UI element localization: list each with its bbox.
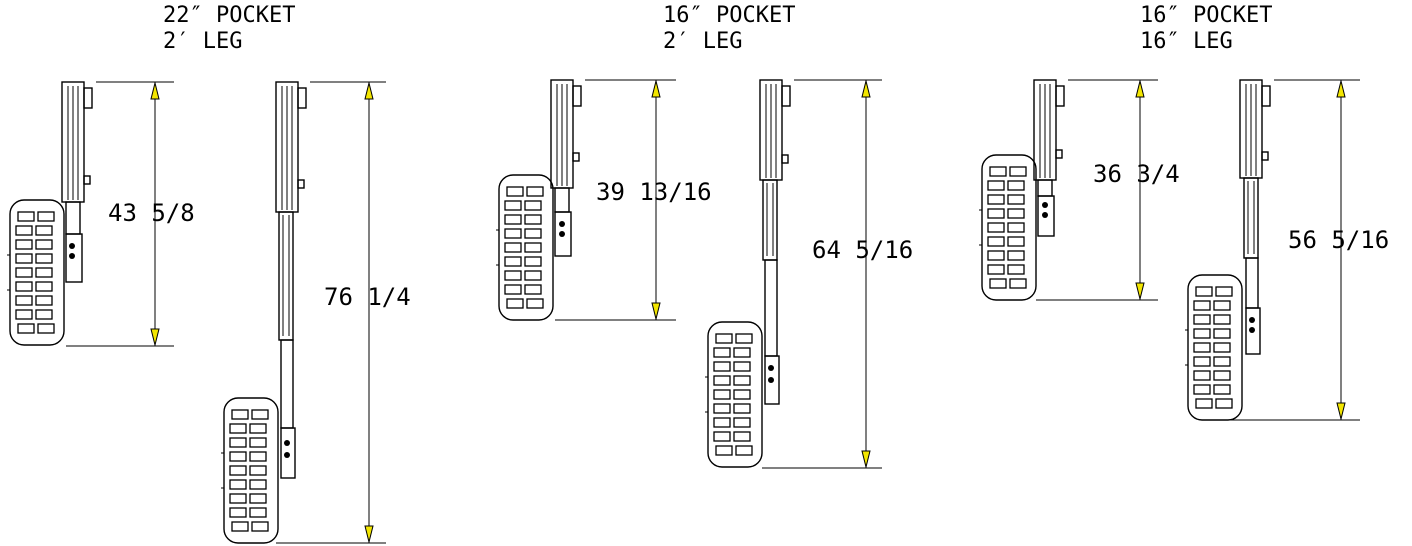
group-2-long-wheel <box>704 321 763 468</box>
group-2-title-line2: 2′ LEG <box>663 29 742 54</box>
group-2-short-wheel <box>495 174 554 321</box>
group-1-short-dimension: 43 5/8 <box>108 199 195 227</box>
group-3-short-jack <box>978 79 1065 301</box>
group-2-long-jack <box>704 79 791 468</box>
group-1-short-jack <box>6 81 93 346</box>
group-2-short-dimension-line <box>555 79 676 321</box>
group-3-short-dimension: 36 3/4 <box>1093 160 1180 188</box>
group-2: 16″ POCKET 2′ LEG 39 13/16 <box>495 3 913 469</box>
group-3-title-line2: 16″ LEG <box>1140 29 1233 54</box>
group-1-short-wheel <box>6 199 65 346</box>
group-1-long-wheel <box>220 397 279 544</box>
group-1-title-line1: 22″ POCKET <box>163 3 295 28</box>
group-3-long-wheel <box>1184 274 1243 421</box>
group-2-long-dimension-line <box>762 79 882 469</box>
group-1-long-jack <box>220 81 307 544</box>
group-3-long-jack <box>1184 79 1271 421</box>
group-2-short-jack <box>495 79 582 321</box>
group-1: 22″ POCKET 2′ LEG 43 5/8 <box>6 3 411 544</box>
group-3-title-line1: 16″ POCKET <box>1140 3 1272 28</box>
group-1-title-line2: 2′ LEG <box>163 29 242 54</box>
group-3-short-dimension-line <box>1036 79 1158 301</box>
group-2-short-dimension: 39 13/16 <box>596 178 712 206</box>
group-2-long-dimension: 64 5/16 <box>812 236 913 264</box>
group-3-short-wheel <box>978 154 1037 301</box>
group-3-long-dimension-line <box>1230 79 1360 421</box>
group-1-short-dimension-line <box>66 81 174 347</box>
group-1-long-dimension: 76 1/4 <box>324 283 411 311</box>
group-1-long-dimension-line <box>276 81 386 544</box>
group-3-long-dimension: 56 5/16 <box>1288 226 1389 254</box>
group-2-title-line1: 16″ POCKET <box>663 3 795 28</box>
group-3: 16″ POCKET 16″ LEG 36 3/4 <box>978 3 1389 421</box>
